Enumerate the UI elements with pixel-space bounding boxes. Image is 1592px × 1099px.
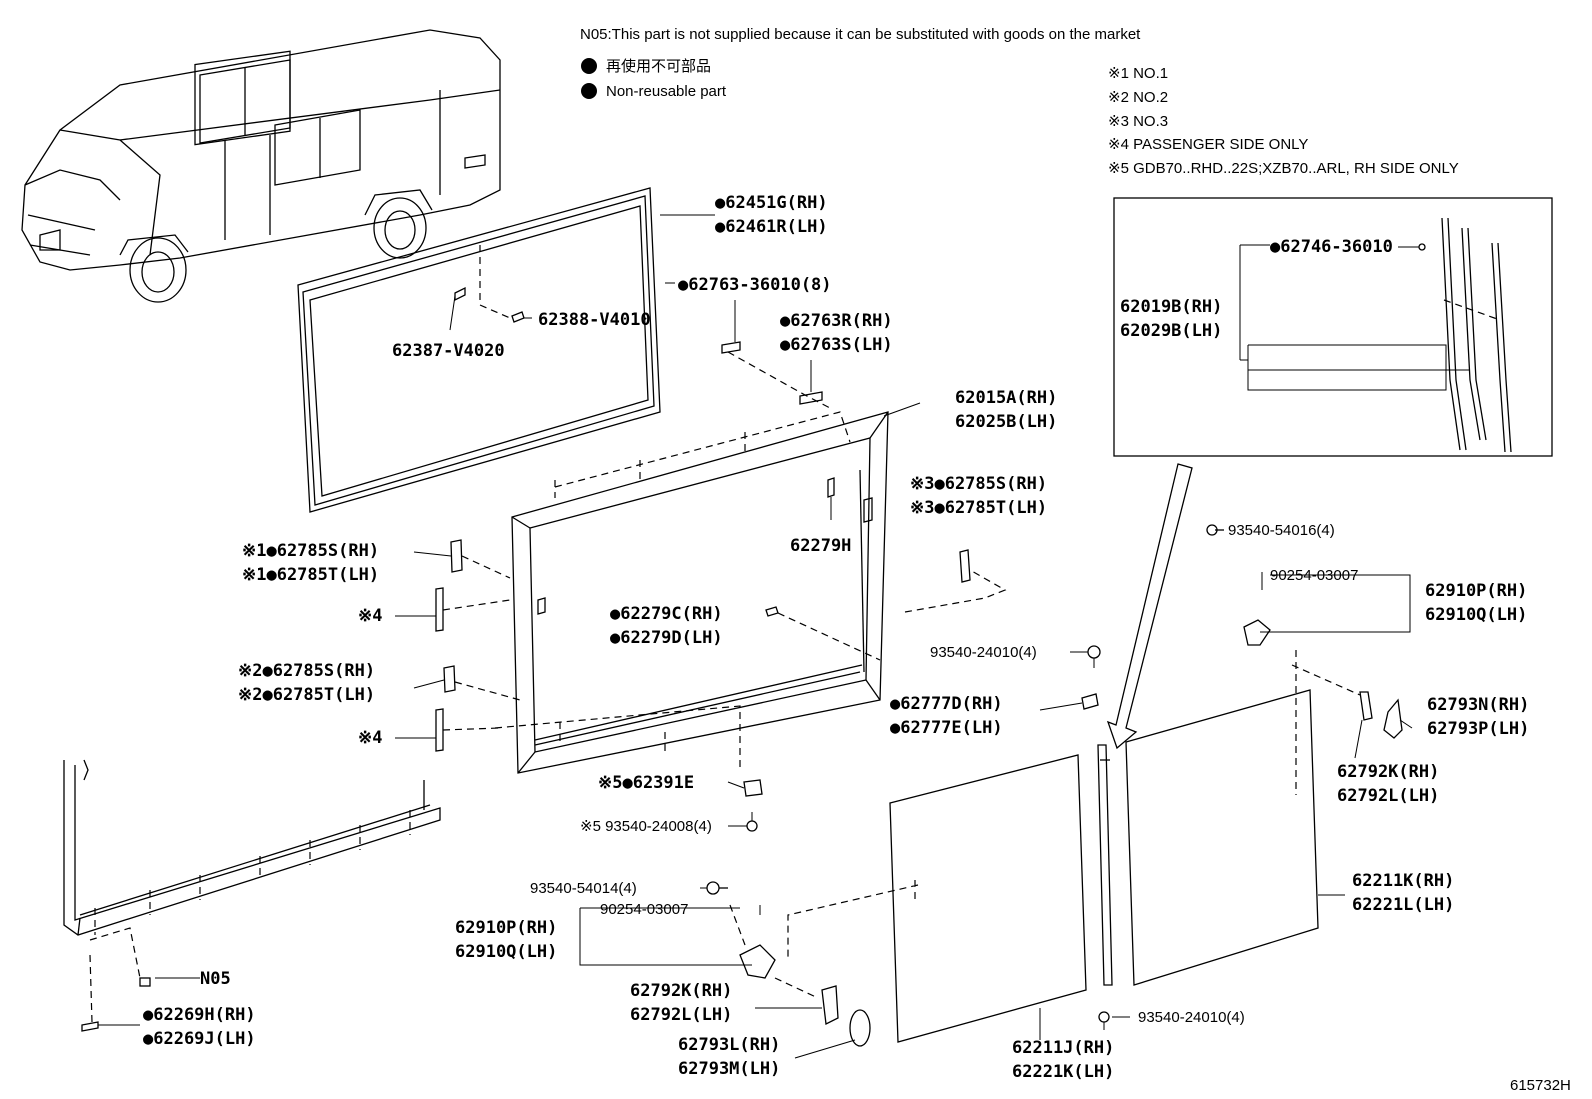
- clip-62777: [1081, 693, 1099, 710]
- label-90254-left: 90254-03007: [600, 901, 688, 918]
- label-62793M: 62793M(LH): [678, 1059, 780, 1079]
- screw-icon: [746, 820, 758, 832]
- legend-r2: ※2 NO.2: [1108, 89, 1168, 106]
- label-62785T-1: ※1●62785T(LH): [242, 565, 379, 585]
- note-nonreusable-jp: 再使用不可部品: [606, 58, 711, 75]
- label-62269H: ●62269H(RH): [143, 1005, 256, 1025]
- bus-illustration: [21, 29, 501, 303]
- label-62785S-2: ※2●62785S(RH): [238, 661, 375, 681]
- label-62792K-right: 62792K(RH): [1337, 762, 1439, 782]
- label-62910P-left: 62910P(RH): [455, 918, 557, 938]
- upper-glass-assembly: [297, 187, 661, 513]
- clip-62763R: [799, 391, 823, 405]
- label-62746: ●62746-36010: [1270, 237, 1393, 257]
- label-62015A: 62015A(RH): [955, 388, 1057, 408]
- label-62792L-left: 62792L(LH): [630, 1005, 732, 1025]
- label-62785S-1: ※1●62785S(RH): [242, 541, 379, 561]
- label-62279D: ●62279D(LH): [610, 628, 723, 648]
- label-62763R: ●62763R(RH): [780, 311, 893, 331]
- screw-icon: [1098, 1011, 1110, 1023]
- left-hinge-group: [706, 881, 871, 1047]
- screw-icon: [1087, 645, 1101, 659]
- label-62388: 62388-V4010: [538, 310, 651, 330]
- clip-guide: [727, 351, 831, 409]
- label-62269J: ●62269J(LH): [143, 1029, 256, 1049]
- legend-r5: ※5 GDB70..RHD..22S;XZB70..ARL, RH SIDE O…: [1108, 160, 1459, 177]
- clip-62785-3: [959, 549, 971, 583]
- strip-4b: [435, 708, 444, 752]
- label-62221L: 62221L(LH): [1352, 895, 1454, 915]
- label-62221K: 62221K(LH): [1012, 1062, 1114, 1082]
- clip-62763: [721, 341, 741, 354]
- inset-box: [1113, 197, 1553, 457]
- bullet-icon: [581, 83, 597, 99]
- center-channel: [1097, 744, 1113, 986]
- clip-62785-2: [443, 665, 456, 693]
- legend-r4: ※4 PASSENGER SIDE ONLY: [1108, 136, 1308, 153]
- clip-62391E: [743, 779, 763, 797]
- diagram-id: 615732H: [1510, 1077, 1571, 1094]
- label-62279C: ●62279C(RH): [610, 604, 723, 624]
- label-62793N: 62793N(RH): [1427, 695, 1529, 715]
- label-62910P-right: 62910P(RH): [1425, 581, 1527, 601]
- label-90254-right: 90254-03007: [1270, 567, 1358, 584]
- label-93540-24010a: 93540-24010(4): [930, 644, 1037, 661]
- arrow-indicator: [1106, 463, 1193, 750]
- sliding-glass-right: [1125, 689, 1319, 986]
- label-62785T-2: ※2●62785T(LH): [238, 685, 375, 705]
- label-mark4b: ※4: [358, 728, 382, 748]
- strip-4a: [435, 587, 444, 632]
- label-62777E: ●62777E(LH): [890, 718, 1003, 738]
- legend-r3: ※3 NO.3: [1108, 113, 1168, 130]
- label-62777D: ●62777D(RH): [890, 694, 1003, 714]
- label-62279H: 62279H: [790, 536, 851, 556]
- clip-62785-1: [450, 539, 463, 573]
- label-62785S-3: ※3●62785S(RH): [910, 474, 1047, 494]
- label-62763S: ●62763S(LH): [780, 335, 893, 355]
- label-62792K-left: 62792K(RH): [630, 981, 732, 1001]
- label-62211K: 62211K(RH): [1352, 871, 1454, 891]
- label-62792L-right: 62792L(LH): [1337, 786, 1439, 806]
- label-62785T-3: ※3●62785T(LH): [910, 498, 1047, 518]
- sliding-glass-left: [889, 754, 1087, 1043]
- right-hinge-group: [1206, 524, 1403, 795]
- label-62461R: ●62461R(LH): [715, 217, 828, 237]
- label-93540-54016: 93540-54016(4): [1228, 522, 1335, 539]
- label-62910Q-right: 62910Q(LH): [1425, 605, 1527, 625]
- label-62910Q-left: 62910Q(LH): [455, 942, 557, 962]
- label-62025B: 62025B(LH): [955, 412, 1057, 432]
- note-nonreusable-en: Non-reusable part: [606, 83, 727, 100]
- legend-r1: ※1 NO.1: [1108, 65, 1168, 82]
- label-62793L: 62793L(RH): [678, 1035, 780, 1055]
- label-mark4a: ※4: [358, 606, 382, 626]
- label-93540-54014: 93540-54014(4): [530, 880, 637, 897]
- label-N05: N05: [200, 969, 231, 989]
- label-62763-36010: ●62763-36010(8): [678, 275, 832, 295]
- label-93540-24010b: 93540-24010(4): [1138, 1009, 1245, 1026]
- label-93540-24008: ※5 93540-24008(4): [580, 818, 712, 835]
- note-n05: N05:This part is not supplied because it…: [580, 26, 1141, 43]
- label-62391E: ※5●62391E: [598, 773, 694, 793]
- label-62793P: 62793P(LH): [1427, 719, 1529, 739]
- label-62387: 62387-V4020: [392, 341, 505, 361]
- lower-rail: [63, 759, 441, 1032]
- label-62029B: 62029B(LH): [1120, 321, 1222, 341]
- label-62211J: 62211J(RH): [1012, 1038, 1114, 1058]
- bullet-icon: [581, 58, 597, 74]
- leader-lines: [98, 214, 1413, 1059]
- window-frame: [494, 411, 889, 774]
- label-62019B: 62019B(RH): [1120, 297, 1222, 317]
- label-62451G: ●62451G(RH): [715, 193, 828, 213]
